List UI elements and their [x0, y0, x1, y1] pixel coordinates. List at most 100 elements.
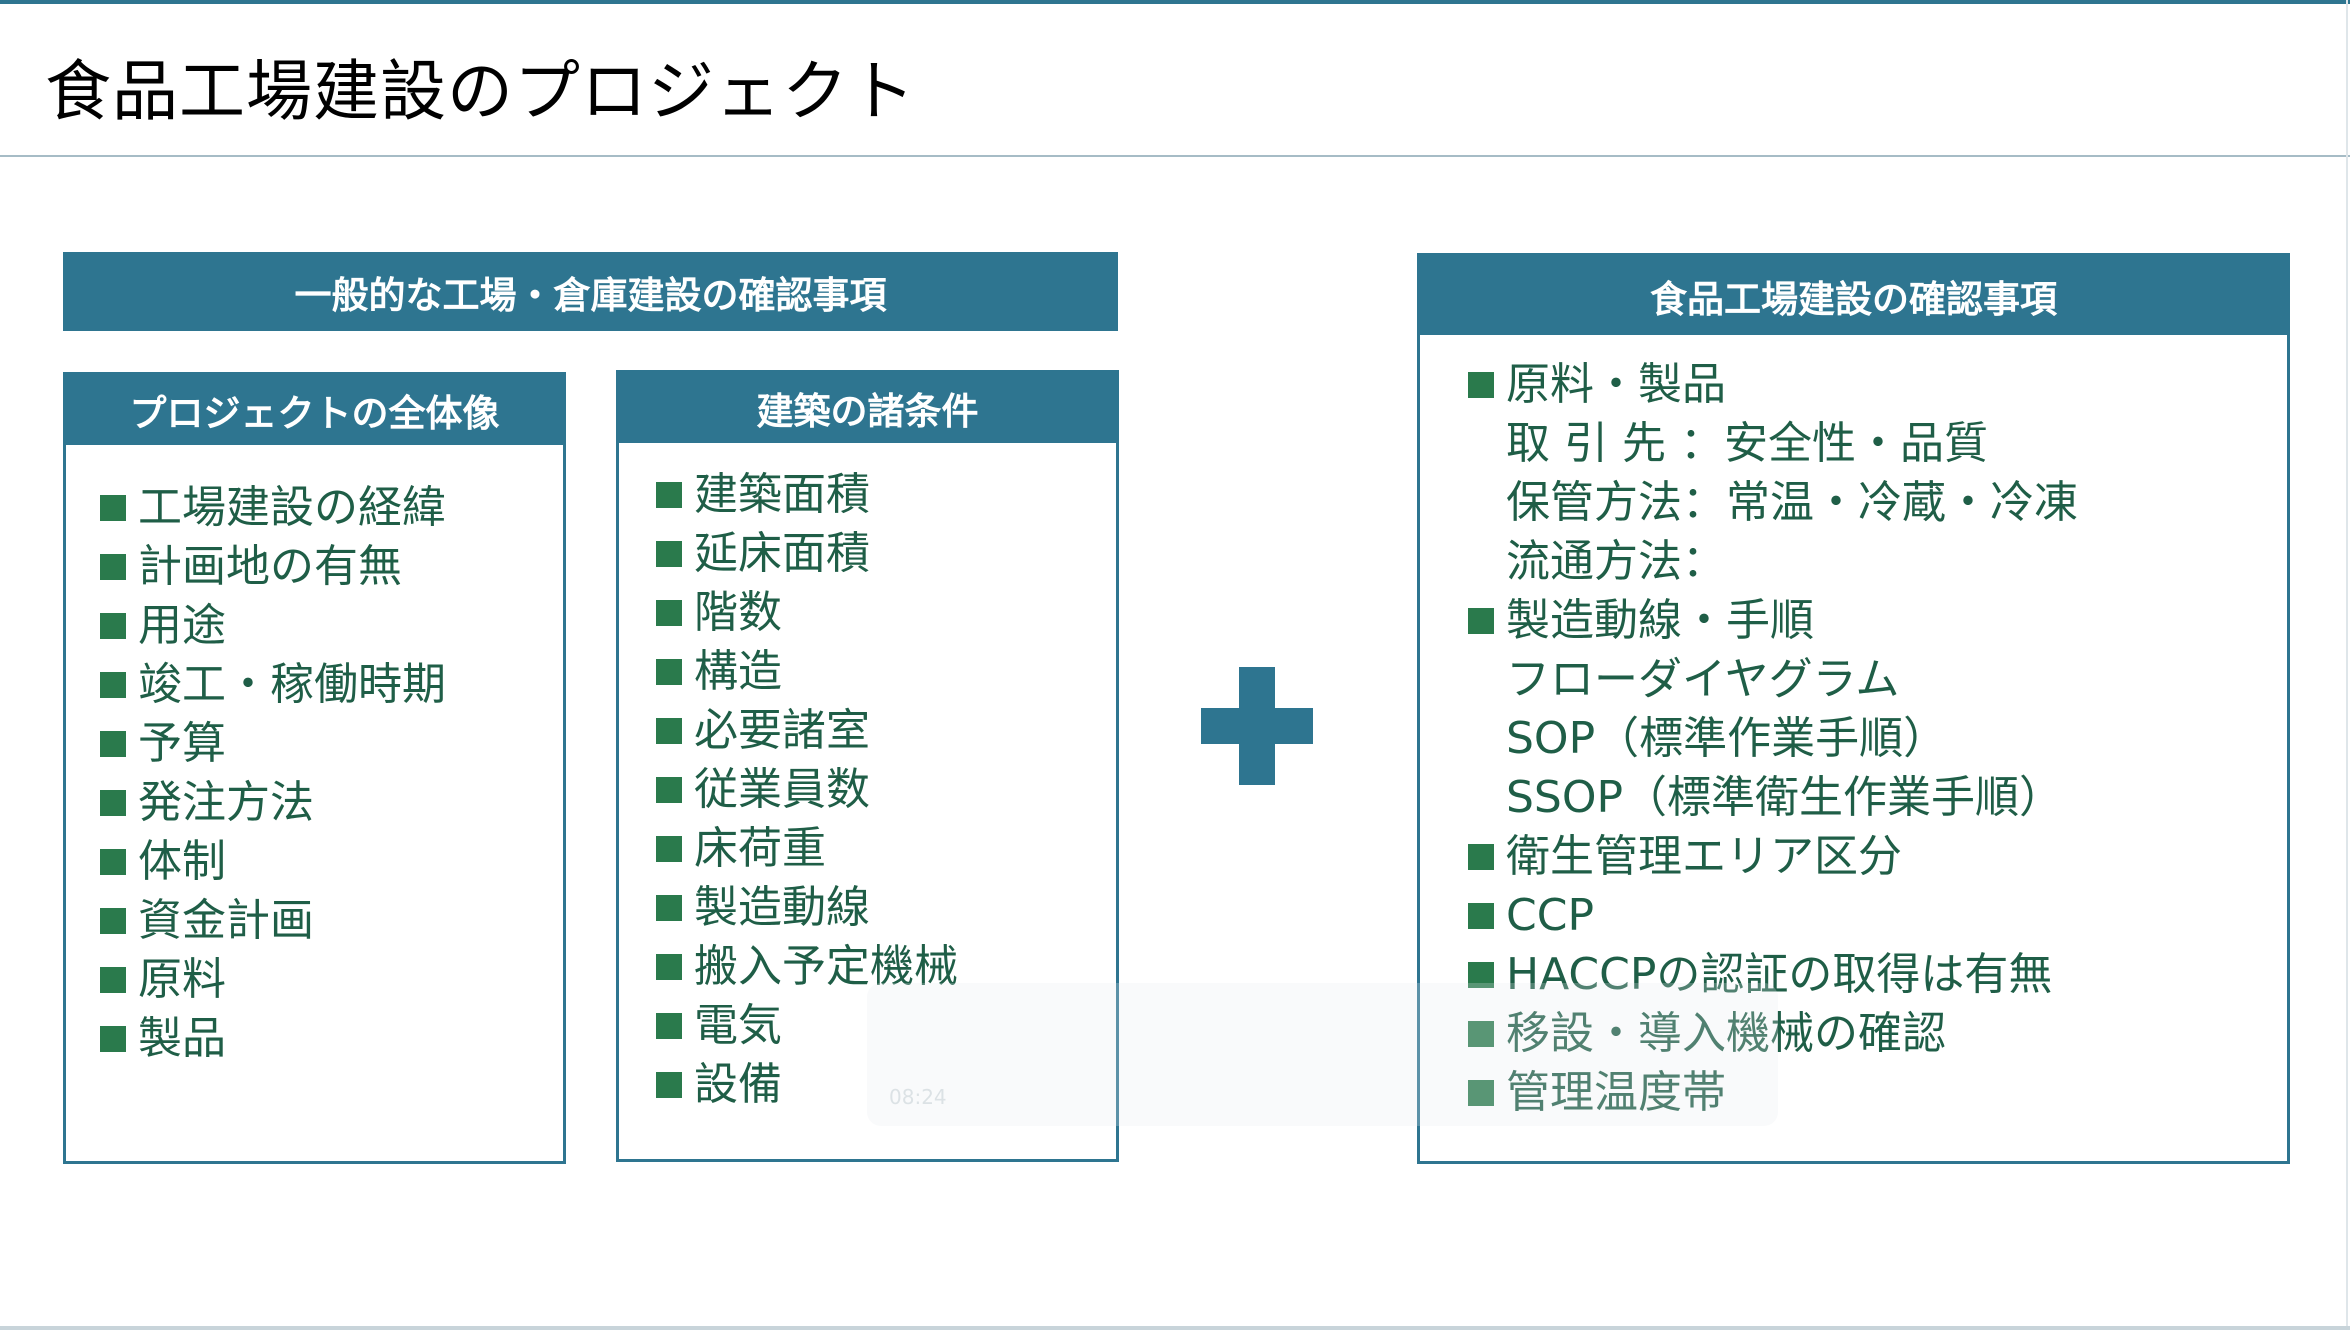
building-conditions-box: 建築の諸条件 建築面積延床面積階数構造必要諸室従業員数床荷重製造動線搬入予定機械…	[616, 370, 1119, 1162]
food-factory-box: 食品工場建設の確認事項 原料・製品取 引 先 ：安全性・品質保管方法：常温・冷蔵…	[1417, 253, 2290, 1164]
square-bullet-icon	[1468, 961, 1494, 988]
square-bullet-icon	[1468, 1079, 1494, 1106]
list-item-text: 計画地の有無	[138, 541, 402, 592]
square-bullet-icon	[656, 599, 682, 626]
square-bullet-icon	[656, 1012, 682, 1039]
list-item-text: 移設・導入機械の確認	[1506, 1008, 1946, 1059]
square-bullet-icon	[100, 966, 126, 993]
list-item: 体制	[100, 832, 563, 891]
square-bullet-icon	[100, 789, 126, 816]
list-item-text: 構造	[694, 646, 782, 697]
square-bullet-icon	[1468, 902, 1494, 929]
list-item: 製造動線・手順	[1468, 591, 2287, 650]
list-item: 資金計画	[100, 891, 563, 950]
list-item-text: 階数	[694, 587, 782, 638]
list-item: 工場建設の経緯	[100, 478, 563, 537]
list-item-text: 製造動線・手順	[1506, 595, 1814, 646]
list-item-text: フローダイヤグラム	[1506, 654, 1900, 705]
video-time: 08:24	[889, 1085, 947, 1109]
list-item-text: 管理温度帯	[1506, 1067, 1726, 1118]
list-item: 建築面積	[656, 465, 1116, 524]
list-item: 製品	[100, 1009, 563, 1068]
page-title: 食品工場建設のプロジェクト	[45, 53, 916, 130]
square-bullet-icon	[656, 717, 682, 744]
square-bullet-icon	[100, 612, 126, 639]
list-item: 設備	[656, 1055, 1116, 1114]
list-item-text: SOP（標準作業手順）	[1506, 713, 1948, 764]
food-factory-list: 原料・製品取 引 先 ：安全性・品質保管方法：常温・冷蔵・冷凍流通方法： 製造動線…	[1420, 335, 2287, 1122]
top-accent-bar	[0, 0, 2350, 4]
list-item-text: 工場建設の経緯	[138, 482, 446, 533]
list-item: SOP（標準作業手順）	[1468, 709, 2287, 768]
list-item-text: 従業員数	[694, 764, 870, 815]
video-controls-overlay[interactable]: 08:24	[867, 983, 1778, 1126]
list-item-text: 搬入予定機械	[694, 941, 958, 992]
list-item-text: 製造動線	[694, 882, 870, 933]
square-bullet-icon	[100, 848, 126, 875]
list-item: 計画地の有無	[100, 537, 563, 596]
square-bullet-icon	[656, 953, 682, 980]
list-item: 延床面積	[656, 524, 1116, 583]
square-bullet-icon	[100, 553, 126, 580]
building-conditions-header: 建築の諸条件	[619, 373, 1116, 443]
square-bullet-icon	[656, 894, 682, 921]
list-item-text: 原料・製品	[1506, 359, 1726, 410]
list-item-text: 電気	[694, 1000, 782, 1051]
overview-list: 工場建設の経緯計画地の有無用途竣工・稼働時期予算発注方法体制資金計画原料製品	[66, 445, 563, 1068]
list-item-text: 原料	[138, 954, 226, 1005]
square-bullet-icon	[656, 1071, 682, 1098]
list-item: 保管方法：常温・冷蔵・冷凍	[1468, 473, 2287, 532]
list-item: 階数	[656, 583, 1116, 642]
list-item: SSOP（標準衛生作業手順）	[1468, 768, 2287, 827]
square-bullet-icon	[1468, 607, 1494, 634]
square-bullet-icon	[656, 540, 682, 567]
list-item-text: 予算	[138, 718, 226, 769]
overview-header: プロジェクトの全体像	[66, 375, 563, 445]
list-item-text: 発注方法	[138, 777, 314, 828]
list-item: CCP	[1468, 886, 2287, 945]
slide-edge	[2346, 0, 2348, 1330]
list-item: 管理温度帯	[1468, 1063, 2287, 1122]
list-item: 製造動線	[656, 878, 1116, 937]
list-item: 電気	[656, 996, 1116, 1055]
food-factory-header: 食品工場建設の確認事項	[1420, 256, 2287, 335]
list-item-text: 設備	[694, 1059, 782, 1110]
list-item: 搬入予定機械	[656, 937, 1116, 996]
list-item-text: 資金計画	[138, 895, 314, 946]
square-bullet-icon	[1468, 843, 1494, 870]
list-item: 竣工・稼働時期	[100, 655, 563, 714]
list-item: 従業員数	[656, 760, 1116, 819]
list-item-text: SSOP（標準衛生作業手順）	[1506, 772, 2064, 823]
list-item-text: 必要諸室	[694, 705, 870, 756]
list-item: 移設・導入機械の確認	[1468, 1004, 2287, 1063]
square-bullet-icon	[1468, 1020, 1494, 1047]
overview-box: プロジェクトの全体像 工場建設の経緯計画地の有無用途竣工・稼働時期予算発注方法体…	[63, 372, 566, 1164]
list-item: 原料	[100, 950, 563, 1009]
list-item-text: 衛生管理エリア区分	[1506, 831, 1902, 882]
list-item-text: 用途	[138, 600, 226, 651]
list-item-text: 延床面積	[694, 528, 870, 579]
list-item: 用途	[100, 596, 563, 655]
list-item-text: 体制	[138, 836, 226, 887]
square-bullet-icon	[100, 730, 126, 757]
square-bullet-icon	[656, 776, 682, 803]
list-item-text: HACCPの認証の取得は有無	[1506, 949, 2053, 1000]
plus-icon	[1201, 667, 1313, 785]
title-divider	[0, 155, 2350, 157]
square-bullet-icon	[656, 481, 682, 508]
list-item: フローダイヤグラム	[1468, 650, 2287, 709]
square-bullet-icon	[1468, 371, 1494, 398]
list-item-text: 保管方法：常温・冷蔵・冷凍	[1506, 477, 2078, 528]
general-checklist-header: 一般的な工場・倉庫建設の確認事項	[63, 252, 1118, 331]
square-bullet-icon	[656, 658, 682, 685]
list-item-text: 床荷重	[694, 823, 826, 874]
list-item: 原料・製品	[1468, 355, 2287, 414]
list-item: 衛生管理エリア区分	[1468, 827, 2287, 886]
list-item-text: CCP	[1506, 890, 1594, 941]
list-item: HACCPの認証の取得は有無	[1468, 945, 2287, 1004]
list-item: 予算	[100, 714, 563, 773]
list-item-text: 製品	[138, 1013, 226, 1064]
list-item-text: 竣工・稼働時期	[138, 659, 446, 710]
list-item-text: 流通方法：	[1506, 536, 1726, 587]
list-item: 取 引 先 ：安全性・品質	[1468, 414, 2287, 473]
